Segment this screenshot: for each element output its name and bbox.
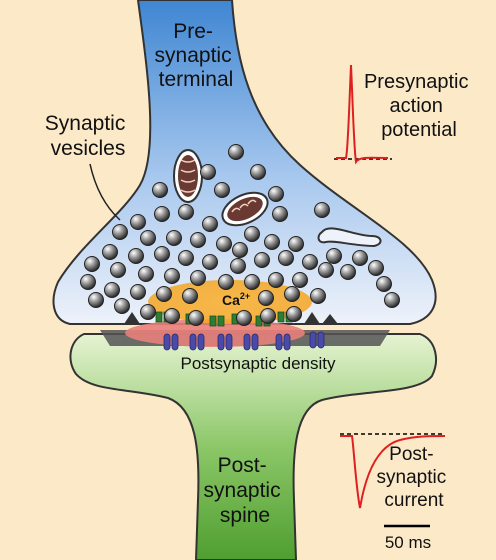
label-scale-bar: 50 ms: [385, 533, 431, 552]
vesicle: [279, 251, 294, 266]
vesicle: [293, 273, 308, 288]
vesicle: [327, 249, 342, 264]
vesicle: [353, 251, 368, 266]
vesicle: [311, 289, 326, 304]
vesicle: [377, 277, 392, 292]
vesicle: [287, 307, 302, 322]
vesicle: [231, 259, 246, 274]
vesicle: [165, 269, 180, 284]
vesicle: [141, 305, 156, 320]
vesicle: [203, 255, 218, 270]
vesicle: [139, 267, 154, 282]
vesicle: [237, 311, 252, 326]
vesicle: [289, 237, 304, 252]
vesicle: [255, 253, 270, 268]
vesicle: [89, 293, 104, 308]
vesicle: [105, 283, 120, 298]
vesicle: [165, 309, 180, 324]
mitochondrion-1: [174, 150, 202, 202]
vesicle: [131, 285, 146, 300]
vesicle: [219, 275, 234, 290]
vesicle: [81, 275, 96, 290]
vesicle: [183, 289, 198, 304]
label-postsynaptic-density: Postsynaptic density: [181, 354, 336, 373]
vesicle: [115, 299, 130, 314]
vesicle: [155, 207, 170, 222]
vesicle: [191, 233, 206, 248]
vesicle: [215, 183, 230, 198]
vesicle: [157, 287, 172, 302]
vesicle: [229, 145, 244, 160]
vesicle: [113, 225, 128, 240]
label-postsynaptic-current: Post- synaptic current: [377, 444, 452, 511]
vesicle: [111, 263, 126, 278]
vesicle: [303, 255, 318, 270]
vesicle-label-pointer: [90, 164, 120, 220]
label-presynaptic-action-potential: Presynaptic action potential: [364, 71, 474, 141]
vesicle: [189, 311, 204, 326]
vesicle: [179, 251, 194, 266]
vesicle: [245, 275, 260, 290]
vesicle: [261, 309, 276, 324]
vesicle: [285, 287, 300, 302]
vesicle: [273, 207, 288, 222]
vesicle: [141, 231, 156, 246]
vesicle: [251, 165, 266, 180]
vesicle: [259, 291, 274, 306]
vesicle: [153, 183, 168, 198]
vesicle: [265, 235, 280, 250]
vesicle: [385, 293, 400, 308]
vesicle: [131, 215, 146, 230]
vesicle: [103, 245, 118, 260]
vesicle: [179, 205, 194, 220]
vesicle: [315, 203, 330, 218]
vesicle: [319, 263, 334, 278]
vesicle: [269, 187, 284, 202]
vesicle: [369, 261, 384, 276]
vesicle: [341, 265, 356, 280]
label-synaptic-vesicles: Synaptic vesicles: [45, 112, 131, 160]
vesicle: [129, 249, 144, 264]
vesicle: [245, 227, 260, 242]
vesicle: [85, 257, 100, 272]
vesicle: [167, 231, 182, 246]
vesicle: [191, 271, 206, 286]
vesicle: [203, 217, 218, 232]
vesicle: [233, 243, 248, 258]
vesicle: [269, 273, 284, 288]
vesicle: [201, 165, 216, 180]
vesicle: [217, 237, 232, 252]
vesicle: [155, 247, 170, 262]
